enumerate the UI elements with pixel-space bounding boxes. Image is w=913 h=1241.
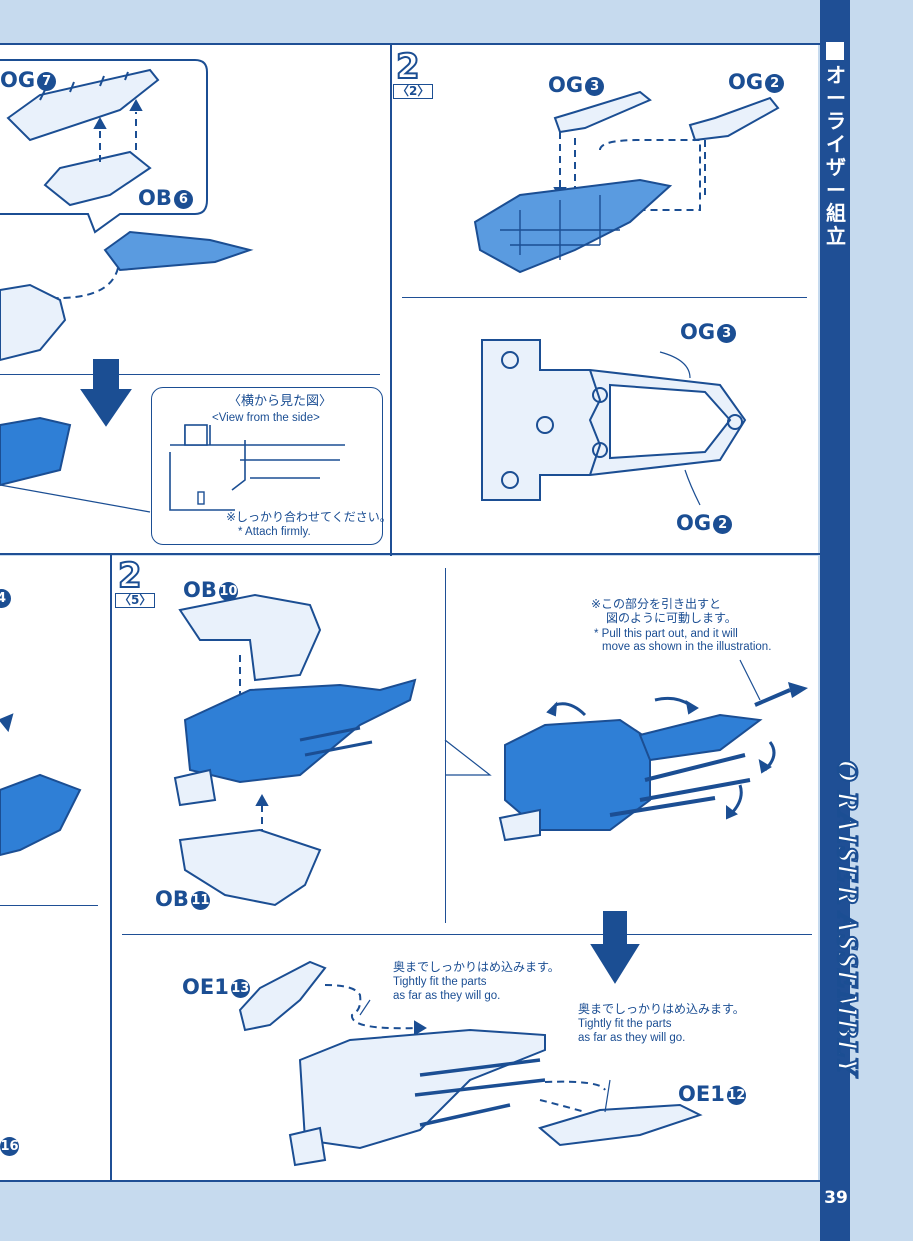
part-oe1-12 [537,1103,703,1147]
part-main-body [183,678,417,784]
top-border [0,43,820,45]
side-view-inset [151,387,383,545]
side-view-title-jp: 〈横から見た図〉 [228,394,333,409]
side-view-note-jp: ※しっかり合わせてください。 [226,510,392,524]
thin-divider-left [0,374,380,375]
down-arrow-right [590,911,640,984]
movable-note-en-2: move as shown in the illustration. [602,641,772,653]
step-sub-bottom: 〈5〉 [115,593,156,608]
fit-note-2-en-1: Tightly fit the parts [578,1018,672,1030]
fit-note-1-jp: 奥までしっかりはめ込みます。 [393,960,560,974]
part-number-bottom-left-top: 4 [0,585,11,609]
part-oe1-13 [238,960,327,1032]
fit-note-2-jp: 奥までしっかりはめ込みます。 [578,1002,745,1016]
fit-note-2-en-2: as far as they will go. [578,1032,686,1044]
part-cockpit [103,230,254,272]
sidebar-title-en: O RAISER ASSEMBLY [830,759,865,1078]
part-ob10 [178,593,322,682]
thin-divider-bottom-left [0,905,98,906]
sidebar-title-jp: オーライザー組立 [826,63,846,248]
page-number: 39 [824,1188,848,1208]
horizontal-divider-mid [0,553,820,555]
part-fuselage-fragment [0,416,72,487]
step-sub-top-right: 〈2〉 [393,84,434,99]
movable-note-jp-1: ※この部分を引き出すと [591,597,722,611]
part-bottom-left [0,773,82,857]
panel-bottom-left [0,556,110,1181]
vertical-divider-top [390,44,392,556]
step-number-bottom: 2 [117,556,143,596]
part-assembly-partial [0,283,67,362]
side-view-note-en: * Attach firmly. [238,526,311,538]
side-view-title-en: <View from the side> [212,412,320,424]
part-final-body [298,1028,546,1150]
part-ob11 [178,828,322,907]
part-og2-arm [688,96,780,142]
bottom-border [0,1180,820,1182]
thin-divider-vertical [445,568,446,923]
vertical-divider-bottom [110,555,112,1181]
part-og3-arm [553,90,652,134]
fit-note-1-en-1: Tightly fit the parts [393,976,487,988]
movable-note-jp-2: 図のように可動します。 [606,611,737,625]
sidebar-square-icon [826,42,844,60]
step-number-top-right: 2 [395,47,421,87]
part-base-frame [473,178,673,274]
thin-divider-right [402,297,807,298]
thin-divider-bottom-main [122,934,812,935]
part-number-bottom-left-bottom: 16 [0,1137,19,1156]
sidebar [820,0,850,1241]
part-og7 [6,68,160,142]
fit-note-1-en-2: as far as they will go. [393,990,501,1002]
part-ob6 [43,150,152,207]
down-arrow-left [80,359,132,427]
movable-note-en-1: * Pull this part out, and it will [594,628,738,640]
